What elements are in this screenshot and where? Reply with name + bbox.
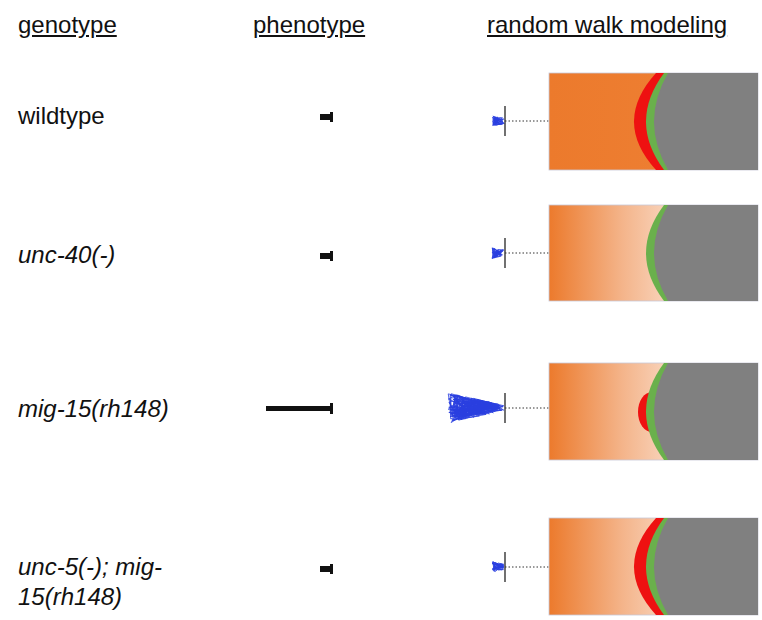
- random-walk-trace: [492, 116, 504, 125]
- gray-region: [654, 73, 758, 170]
- green-crescent: [646, 518, 758, 615]
- gray-region: [654, 205, 758, 301]
- gray-region: [654, 363, 758, 460]
- column-header: random walk modeling: [487, 10, 727, 40]
- cell-box: [549, 73, 758, 170]
- red-crescent: [634, 518, 758, 615]
- column-header: genotype: [18, 10, 117, 40]
- random-walk-trace: [492, 562, 504, 572]
- green-crescent: [646, 205, 758, 301]
- cell-box: [549, 205, 758, 301]
- genotype-label: unc-40(-): [18, 240, 115, 270]
- cell-box: [549, 363, 758, 460]
- gray-region: [654, 518, 758, 615]
- genotype-label: unc-5(-); mig-15(rh148): [18, 552, 193, 612]
- green-crescent: [646, 73, 758, 170]
- genotype-label: mig-15(rh148): [18, 394, 169, 424]
- phenotype-bar: [266, 406, 332, 411]
- bar-tick: [330, 251, 333, 261]
- bar-tick: [330, 403, 333, 414]
- green-crescent: [646, 363, 758, 460]
- cell-box: [549, 518, 758, 615]
- random-walk-trace: [492, 248, 504, 259]
- column-header: phenotype: [253, 10, 365, 40]
- bar-tick: [330, 112, 333, 122]
- phenotype-bars: [266, 112, 333, 574]
- random-walk-trace: [448, 394, 504, 423]
- bar-tick: [330, 564, 333, 574]
- genotype-label: wildtype: [18, 101, 105, 131]
- red-crescent: [634, 73, 758, 170]
